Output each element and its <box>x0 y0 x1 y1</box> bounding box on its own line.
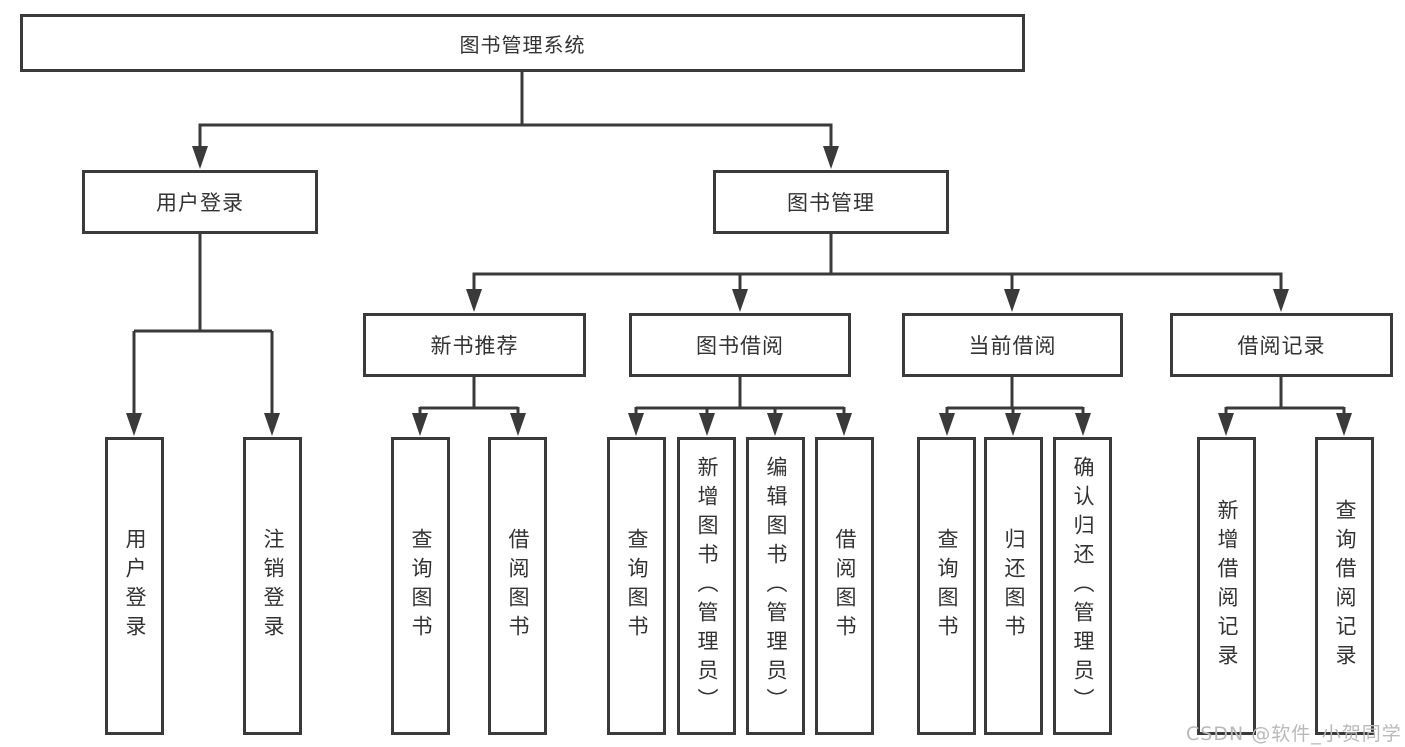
connector-lines <box>132 72 1346 418</box>
node-label: 用户登录 <box>156 191 244 215</box>
leaf-label: 归还图书 <box>1002 528 1026 644</box>
node-label: 新书推荐 <box>430 334 519 358</box>
leaf-borrow-book-1: 借阅图书 <box>488 437 547 735</box>
leaf-borrow-book-2: 借阅图书 <box>815 437 874 735</box>
leaf-label: 确认归还（管理员） <box>1071 455 1095 717</box>
leaf-return-book: 归还图书 <box>984 437 1043 735</box>
leaf-label: 查询借阅记录 <box>1333 499 1357 673</box>
leaf-add-book-admin: 新增图书（管理员） <box>677 437 736 735</box>
leaf-label: 注销登录 <box>261 528 285 644</box>
node-new-book-recommend: 新书推荐 <box>363 313 586 377</box>
leaf-logout: 注销登录 <box>243 437 302 735</box>
leaf-edit-book-admin: 编辑图书（管理员） <box>746 437 805 735</box>
leaf-add-borrow-record: 新增借阅记录 <box>1197 437 1256 735</box>
leaf-label: 查询图书 <box>625 528 649 644</box>
node-label: 图书管理 <box>787 191 875 215</box>
leaf-label: 用户登录 <box>123 528 147 644</box>
node-label: 图书借阅 <box>696 334 784 358</box>
leaf-label: 查询图书 <box>409 528 433 644</box>
arrowhead-icons <box>126 146 1352 436</box>
leaf-label: 编辑图书（管理员） <box>764 455 788 717</box>
node-book-management: 图书管理 <box>713 170 949 234</box>
leaf-user-login: 用户登录 <box>105 437 164 735</box>
leaf-label: 新增图书（管理员） <box>695 455 719 717</box>
node-label: 图书管理系统 <box>459 32 586 57</box>
leaf-confirm-return-admin: 确认归还（管理员） <box>1053 437 1112 735</box>
node-root-library-management-system: 图书管理系统 <box>20 14 1025 72</box>
leaf-label: 借阅图书 <box>506 528 530 644</box>
node-user-login: 用户登录 <box>82 170 318 234</box>
node-book-borrow: 图书借阅 <box>629 313 851 377</box>
leaf-query-book-1: 查询图书 <box>391 437 450 735</box>
leaf-label: 新增借阅记录 <box>1215 499 1239 673</box>
csdn-watermark: CSDN @软件_小贺同学 <box>1186 723 1402 745</box>
leaf-label: 借阅图书 <box>833 528 857 644</box>
leaf-query-book-3: 查询图书 <box>917 437 976 735</box>
leaf-label: 查询图书 <box>935 528 959 644</box>
node-current-borrow: 当前借阅 <box>902 313 1123 377</box>
node-label: 当前借阅 <box>968 334 1057 358</box>
leaf-query-borrow-record: 查询借阅记录 <box>1315 437 1374 735</box>
node-label: 借阅记录 <box>1237 334 1326 358</box>
node-borrow-record: 借阅记录 <box>1170 313 1393 377</box>
leaf-query-book-2: 查询图书 <box>607 437 666 735</box>
